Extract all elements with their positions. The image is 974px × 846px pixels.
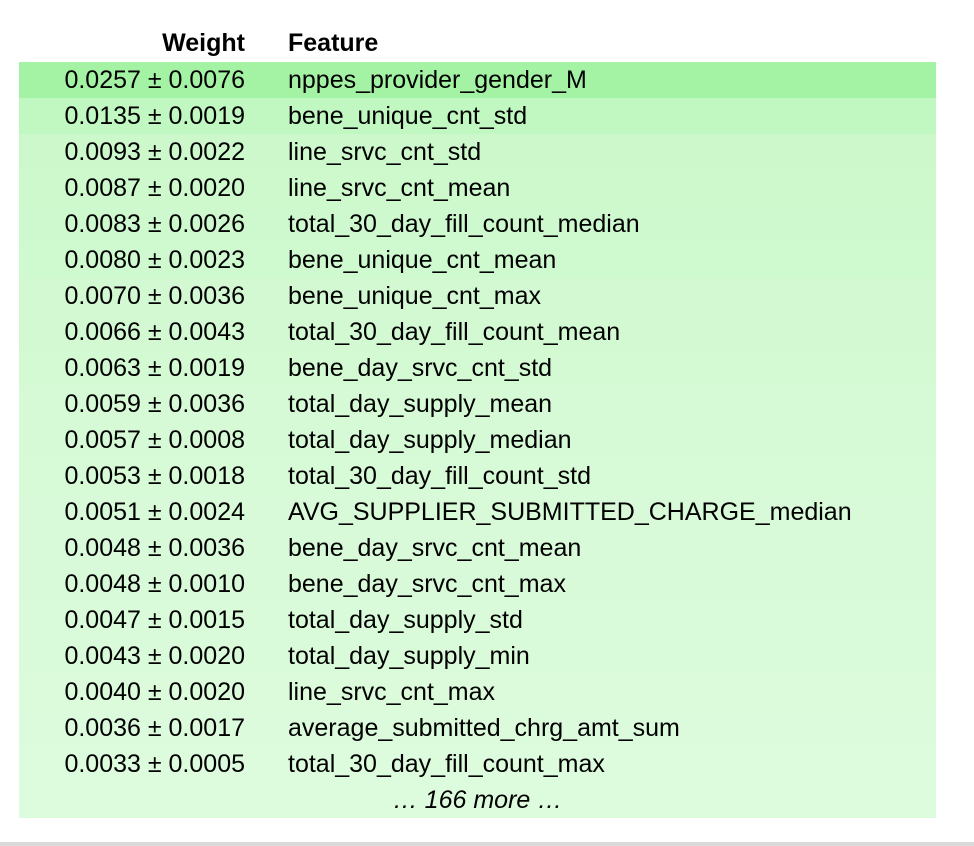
- weight-cell: 0.0057 ± 0.0008: [64, 425, 245, 454]
- table-row: 0.0135 ± 0.0019 bene_unique_cnt_std: [19, 98, 936, 134]
- table-row: 0.0059 ± 0.0036 total_day_supply_mean: [19, 386, 936, 422]
- feature-cell: bene_day_srvc_cnt_mean: [288, 533, 582, 562]
- feature-cell: bene_unique_cnt_mean: [288, 245, 557, 274]
- bottom-divider: [0, 842, 974, 846]
- weight-cell: 0.0051 ± 0.0024: [64, 497, 245, 526]
- table-row: 0.0087 ± 0.0020 line_srvc_cnt_mean: [19, 170, 936, 206]
- weight-column-header: Weight: [162, 28, 245, 57]
- feature-cell: bene_unique_cnt_std: [288, 101, 528, 130]
- weight-cell: 0.0066 ± 0.0043: [64, 317, 245, 346]
- feature-cell: total_day_supply_mean: [288, 389, 553, 418]
- feature-cell: bene_day_srvc_cnt_std: [288, 353, 553, 382]
- feature-cell: line_srvc_cnt_mean: [288, 173, 511, 202]
- feature-cell: total_day_supply_std: [288, 605, 523, 634]
- feature-cell: line_srvc_cnt_max: [288, 677, 496, 706]
- weight-cell: 0.0036 ± 0.0017: [64, 713, 245, 742]
- table-header-row: Weight Feature: [19, 24, 936, 62]
- table-row: 0.0083 ± 0.0026 total_30_day_fill_count_m…: [19, 206, 936, 242]
- table-row: 0.0070 ± 0.0036 bene_unique_cnt_max: [19, 278, 936, 314]
- weight-cell: 0.0257 ± 0.0076: [64, 65, 245, 94]
- table-row: 0.0036 ± 0.0017 average_submitted_chrg_am…: [19, 710, 936, 746]
- weight-cell: 0.0048 ± 0.0036: [64, 533, 245, 562]
- feature-cell: bene_unique_cnt_max: [288, 281, 541, 310]
- weight-cell: 0.0087 ± 0.0020: [64, 173, 245, 202]
- feature-weights-table: Weight Feature 0.0257 ± 0.0076 nppes_prov…: [19, 24, 936, 818]
- table-row: 0.0040 ± 0.0020 line_srvc_cnt_max: [19, 674, 936, 710]
- feature-cell: nppes_provider_gender_M: [288, 65, 587, 94]
- feature-cell: bene_day_srvc_cnt_max: [288, 569, 566, 598]
- table-row: 0.0053 ± 0.0018 total_30_day_fill_count_s…: [19, 458, 936, 494]
- weight-cell: 0.0040 ± 0.0020: [64, 677, 245, 706]
- weight-cell: 0.0070 ± 0.0036: [64, 281, 245, 310]
- more-rows-text: … 166 more …: [392, 785, 563, 814]
- table-row: 0.0066 ± 0.0043 total_30_day_fill_count_m…: [19, 314, 936, 350]
- feature-cell: total_day_supply_median: [288, 425, 572, 454]
- weight-cell: 0.0059 ± 0.0036: [64, 389, 245, 418]
- feature-cell: total_30_day_fill_count_max: [288, 749, 605, 778]
- feature-cell: total_day_supply_min: [288, 641, 530, 670]
- weight-cell: 0.0135 ± 0.0019: [64, 101, 245, 130]
- table-row: 0.0093 ± 0.0022 line_srvc_cnt_std: [19, 134, 936, 170]
- feature-cell: total_30_day_fill_count_mean: [288, 317, 621, 346]
- table-row: 0.0063 ± 0.0019 bene_day_srvc_cnt_std: [19, 350, 936, 386]
- table-row: 0.0043 ± 0.0020 total_day_supply_min: [19, 638, 936, 674]
- more-rows-indicator-row: … 166 more …: [19, 782, 936, 818]
- table-row: 0.0048 ± 0.0010 bene_day_srvc_cnt_max: [19, 566, 936, 602]
- weight-cell: 0.0033 ± 0.0005: [64, 749, 245, 778]
- table-row: 0.0047 ± 0.0015 total_day_supply_std: [19, 602, 936, 638]
- feature-cell: total_30_day_fill_count_std: [288, 461, 592, 490]
- table-row: 0.0057 ± 0.0008 total_day_supply_median: [19, 422, 936, 458]
- weight-cell: 0.0053 ± 0.0018: [64, 461, 245, 490]
- feature-cell: line_srvc_cnt_std: [288, 137, 482, 166]
- weight-cell: 0.0083 ± 0.0026: [64, 209, 245, 238]
- feature-cell: AVG_SUPPLIER_SUBMITTED_CHARGE_median: [288, 497, 852, 526]
- feature-weights-table-container: Weight Feature 0.0257 ± 0.0076 nppes_prov…: [19, 24, 936, 818]
- table-row: 0.0080 ± 0.0023 bene_unique_cnt_mean: [19, 242, 936, 278]
- weight-cell: 0.0063 ± 0.0019: [64, 353, 245, 382]
- table-row: 0.0257 ± 0.0076 nppes_provider_gender_M: [19, 62, 936, 98]
- feature-cell: average_submitted_chrg_amt_sum: [288, 713, 680, 742]
- feature-column-header: Feature: [288, 28, 379, 57]
- feature-cell: total_30_day_fill_count_median: [288, 209, 640, 238]
- table-row: 0.0051 ± 0.0024 AVG_SUPPLIER_SUBMITTED_CH…: [19, 494, 936, 530]
- weight-cell: 0.0080 ± 0.0023: [64, 245, 245, 274]
- weight-cell: 0.0047 ± 0.0015: [64, 605, 245, 634]
- weight-cell: 0.0043 ± 0.0020: [64, 641, 245, 670]
- weight-cell: 0.0048 ± 0.0010: [64, 569, 245, 598]
- table-row: 0.0033 ± 0.0005 total_30_day_fill_count_m…: [19, 746, 936, 782]
- table-row: 0.0048 ± 0.0036 bene_day_srvc_cnt_mean: [19, 530, 936, 566]
- weight-cell: 0.0093 ± 0.0022: [64, 137, 245, 166]
